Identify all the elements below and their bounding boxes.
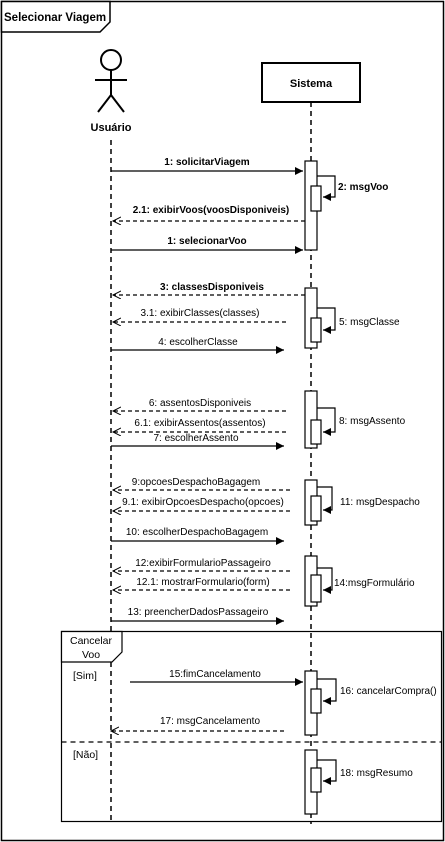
activation-bar-3-nested	[310, 419, 322, 445]
activation-bar-2-nested	[310, 317, 322, 343]
user-actor-icon	[95, 49, 127, 113]
msg-label-2-1: 2.1: exibirVoos(voosDisponiveis)	[133, 205, 290, 216]
activation-bar-7-nested	[310, 767, 322, 793]
self-call-msgClasse	[317, 307, 336, 334]
alt-fragment	[60, 630, 443, 823]
activation-bar-4-nested	[310, 495, 322, 522]
self-call-msgResumo	[317, 759, 337, 785]
msg-label-9-1: 9.1: exibirOpcoesDespacho(opcoes)	[122, 497, 284, 508]
msg-label-7: 7: escolherAssento	[153, 433, 238, 444]
self-call-msgAssento	[317, 407, 336, 436]
msg-label-6-1: 6.1: exibirAssentos(assentos)	[134, 418, 265, 429]
msg-label-6: 6: assentosDisponiveis	[149, 398, 251, 409]
msg-label-18: 18: msgResumo	[340, 768, 413, 779]
system-lifeline-label: Sistema	[290, 78, 333, 90]
self-call-msgVoo	[317, 175, 336, 201]
msg-label-15: 15:fimCancelamento	[169, 669, 261, 680]
guard-nao: [Não]	[73, 749, 98, 761]
msg-label-10: 10: escolherDespachoBagagem	[126, 527, 268, 538]
msg-label-8: 8: msgAssento	[339, 416, 406, 427]
alt-fragment-operator-line2: Voo	[82, 649, 100, 661]
activation-bar-5-nested	[310, 574, 322, 603]
alt-fragment-operator-line1: Cancelar	[70, 635, 113, 647]
alt-fragment-operator-tab	[60, 630, 123, 663]
msg-label-16: 16: cancelarCompra()	[340, 686, 437, 697]
frame-title: Selecionar Viagem	[4, 12, 106, 24]
self-call-cancelarCompra	[317, 678, 337, 705]
frame-title-tab	[0, 0, 111, 33]
msg-label-13: 13: preencherDadosPassageiro	[128, 607, 269, 618]
msg-label-9: 9:opcoesDespachoBagagem	[132, 477, 260, 488]
guard-sim: [Sim]	[73, 670, 97, 682]
msg-label-12: 12:exibirFormularioPassageiro	[135, 558, 271, 569]
msg-label-1: 1: solicitarViagem	[164, 157, 250, 168]
msg-label-2: 2: msgVoo	[338, 182, 388, 193]
activation-bar-6-nested	[310, 688, 322, 714]
msg-label-5: 5: msgClasse	[339, 317, 400, 328]
msg-label-1b: 1: selecionarVoo	[167, 236, 246, 247]
system-lifeline-head	[261, 62, 361, 103]
msg-label-17: 17: msgCancelamento	[160, 716, 260, 727]
self-call-msgDespacho	[317, 486, 333, 514]
msg-label-12-1: 12.1: mostrarFormulario(form)	[136, 577, 269, 588]
user-actor-label: Usuário	[91, 122, 132, 134]
activation-bar-1-nested	[310, 185, 322, 212]
msg-label-14: 14:msgFormulário	[334, 578, 415, 589]
msg-label-11: 11: msgDespacho	[340, 497, 420, 508]
msg-label-3: 3: classesDisponiveis	[160, 282, 264, 293]
self-call-msgFormulario	[317, 567, 333, 594]
msg-label-3-1: 3.1: exibirClasses(classes)	[141, 308, 260, 319]
msg-label-4: 4: escolherClasse	[158, 337, 238, 348]
